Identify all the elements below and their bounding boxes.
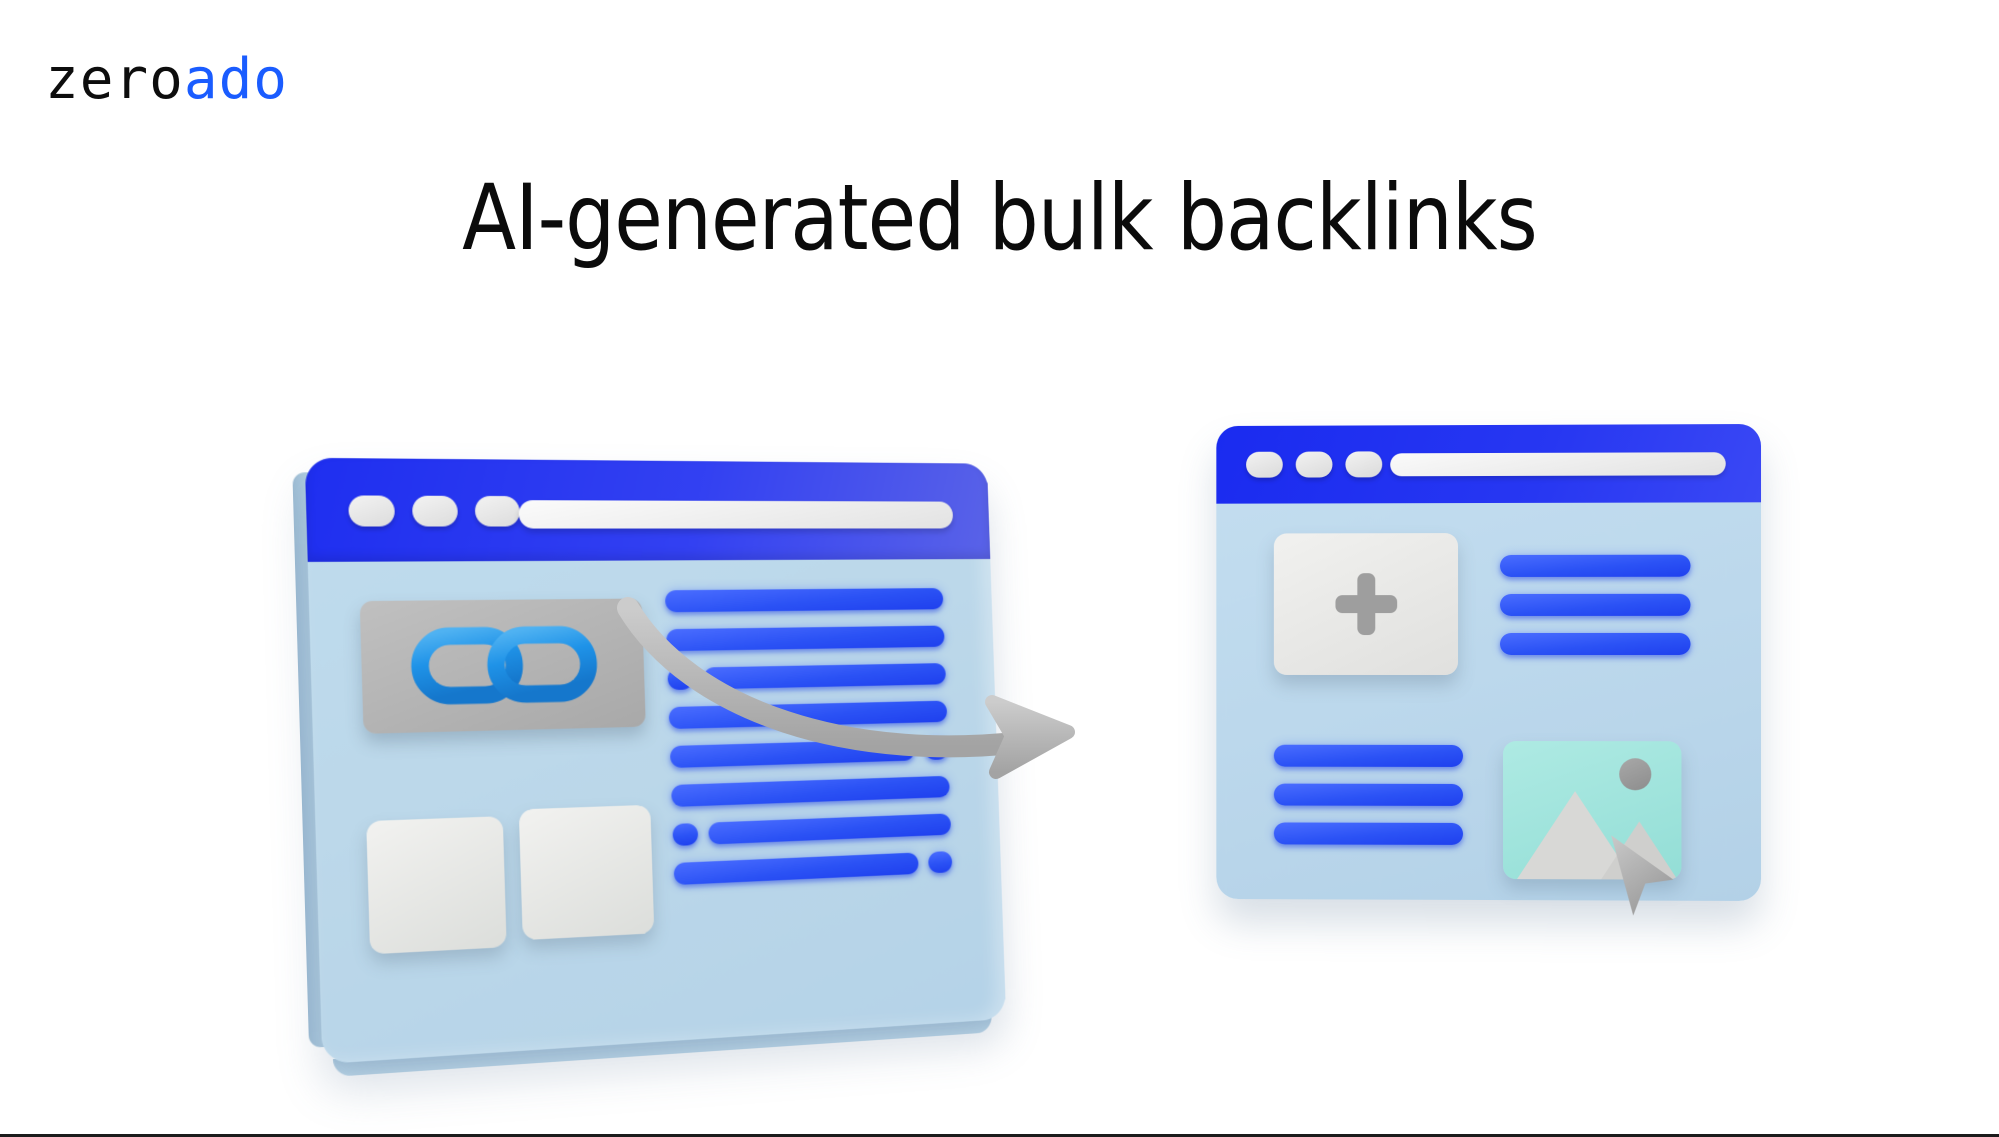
brand-logo-part-two: ado: [183, 47, 289, 112]
text-bar-bullet: [672, 823, 699, 847]
illustration-stage: [0, 400, 1999, 1100]
text-bar: [1273, 744, 1464, 767]
text-bar-row: [668, 700, 948, 730]
text-bar: [1499, 632, 1691, 655]
text-bar-row: [669, 738, 949, 768]
window-dot-1[interactable]: [348, 495, 396, 527]
text-bar-list-top: [1499, 554, 1691, 672]
page-title: AI-generated bulk backlinks: [462, 164, 1538, 271]
window-dot-1[interactable]: [1246, 451, 1283, 478]
text-bar-bullet: [928, 851, 953, 874]
text-bar: [664, 588, 944, 613]
text-bar-row: [667, 663, 946, 691]
target-website-window: [1216, 423, 1762, 916]
link-card[interactable]: [359, 598, 646, 734]
window-titlebar: [304, 457, 991, 562]
text-bar-row: [672, 813, 952, 847]
text-bar-row: [664, 588, 944, 613]
address-bar[interactable]: [1390, 452, 1726, 477]
content-card-1[interactable]: [366, 816, 507, 955]
text-bar-row: [666, 625, 945, 652]
text-bar: [666, 625, 945, 652]
text-bar-list: [664, 588, 953, 902]
window-dot-3[interactable]: [1345, 451, 1383, 478]
text-bar-bullet: [667, 667, 694, 691]
text-bar-row: [673, 851, 953, 886]
window-body: [1216, 423, 1762, 916]
sun-icon: [1619, 758, 1652, 791]
text-bar: [1499, 593, 1691, 616]
text-bar-list-bottom: [1273, 744, 1464, 862]
source-website-window: [292, 457, 1007, 1078]
text-bar: [708, 813, 952, 845]
brand-logo[interactable]: zeroado: [45, 52, 288, 108]
text-bar: [671, 775, 950, 807]
text-bar: [1273, 822, 1464, 845]
text-bar: [703, 663, 946, 690]
text-bar: [1273, 783, 1464, 806]
brand-logo-part-one: zero: [45, 47, 184, 112]
window-body: [304, 457, 1007, 1065]
window-dot-3[interactable]: [474, 495, 521, 527]
text-bar: [668, 700, 948, 730]
text-bar-bullet: [924, 738, 949, 761]
window-control-dots: [1246, 451, 1383, 478]
window-content: [308, 559, 1006, 1064]
text-bar: [1499, 554, 1691, 577]
plus-icon: [1335, 573, 1397, 635]
add-content-card[interactable]: [1273, 533, 1459, 675]
bottom-divider: [0, 1134, 1999, 1137]
text-bar: [673, 852, 919, 886]
chain-link-icon: [406, 620, 601, 711]
window-control-dots: [348, 495, 521, 527]
content-card-2[interactable]: [518, 804, 655, 941]
window-content: [1216, 502, 1761, 916]
window-titlebar: [1216, 423, 1762, 504]
window-dot-2[interactable]: [411, 495, 459, 527]
address-bar[interactable]: [518, 500, 954, 529]
window-dot-2[interactable]: [1295, 451, 1333, 478]
text-bar-row: [671, 775, 950, 807]
mouse-cursor-icon: [1611, 835, 1674, 916]
text-bar: [669, 739, 915, 768]
